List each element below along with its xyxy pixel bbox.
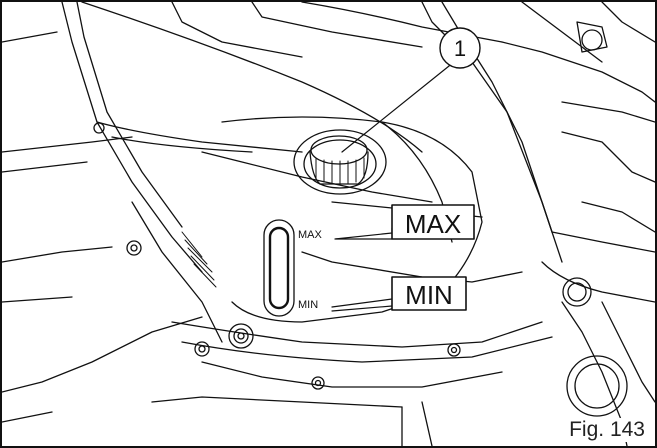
reservoir-body	[221, 116, 483, 323]
min-leader	[331, 298, 393, 308]
max-leader	[334, 227, 393, 240]
callout-1: 1	[439, 27, 481, 69]
min-mark-label: MIN	[298, 299, 318, 311]
figure-label: Fig. 143	[567, 418, 647, 442]
max-box: MAX	[391, 204, 475, 240]
callout-1-leader	[341, 61, 455, 153]
min-box: MIN	[391, 276, 467, 311]
bolts	[93, 21, 628, 417]
callout-1-number: 1	[454, 36, 466, 61]
leader-lines	[331, 61, 455, 312]
max-mark-label: MAX	[298, 229, 323, 241]
hatched-detail	[181, 231, 217, 288]
sight-glass	[263, 219, 295, 317]
min-box-label: MIN	[405, 280, 453, 310]
filler-cap	[293, 129, 387, 195]
max-box-label: MAX	[405, 209, 461, 239]
